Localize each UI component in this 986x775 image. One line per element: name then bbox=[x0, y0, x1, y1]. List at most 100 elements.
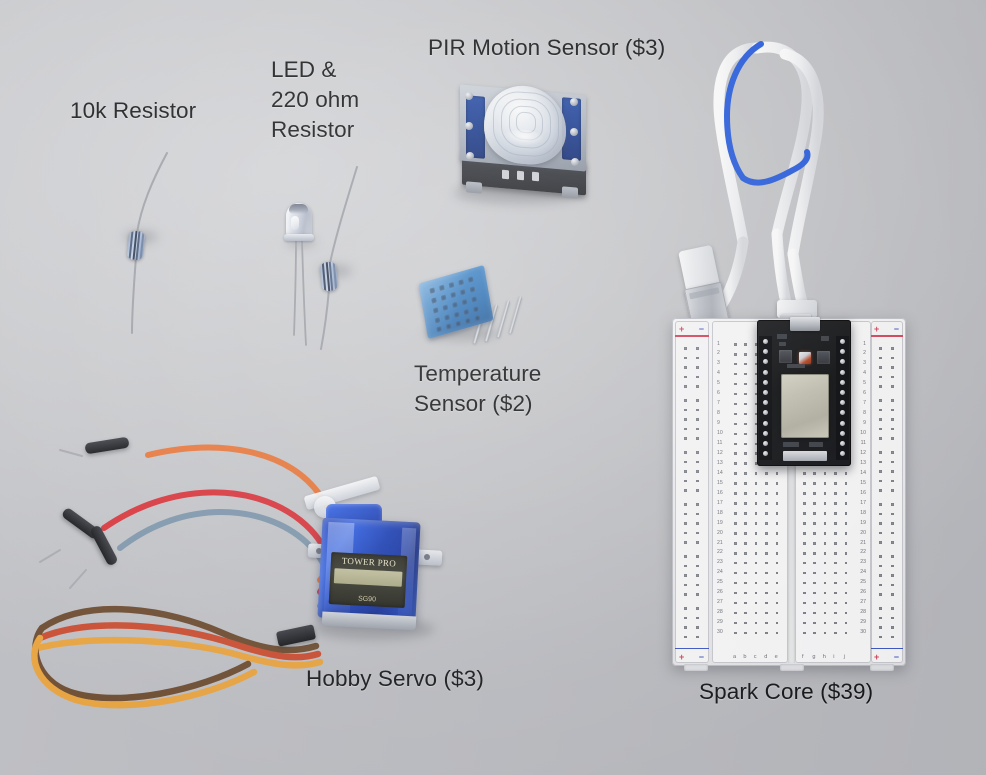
breadboard-hole[interactable] bbox=[734, 571, 737, 575]
breadboard-rail-hole[interactable] bbox=[696, 470, 699, 473]
breadboard-hole[interactable] bbox=[734, 591, 737, 595]
breadboard-hole[interactable] bbox=[744, 551, 747, 555]
breadboard-hole[interactable] bbox=[734, 382, 737, 386]
breadboard-hole[interactable] bbox=[803, 581, 806, 585]
breadboard-hole[interactable] bbox=[823, 551, 827, 555]
breadboard-hole[interactable] bbox=[754, 532, 758, 535]
breadboard-rail-hole[interactable] bbox=[684, 593, 687, 596]
breadboard-rail-hole[interactable] bbox=[696, 626, 699, 629]
breadboard-hole[interactable] bbox=[844, 561, 848, 565]
spark-core-pin[interactable] bbox=[763, 430, 768, 436]
breadboard-rail-hole[interactable] bbox=[684, 522, 687, 525]
breadboard-hole[interactable] bbox=[765, 601, 768, 605]
breadboard-rail-hole[interactable] bbox=[684, 574, 687, 577]
breadboard-hole[interactable] bbox=[803, 472, 806, 475]
breadboard-rail-hole[interactable] bbox=[879, 607, 882, 610]
spark-core-pin[interactable] bbox=[763, 369, 768, 375]
breadboard-rail-hole[interactable] bbox=[696, 541, 699, 544]
breadboard-hole[interactable] bbox=[813, 611, 816, 615]
breadboard-rail-hole[interactable] bbox=[696, 399, 699, 402]
breadboard-hole[interactable] bbox=[823, 611, 827, 615]
breadboard-hole[interactable] bbox=[823, 512, 827, 515]
breadboard-hole[interactable] bbox=[734, 472, 737, 475]
breadboard-hole[interactable] bbox=[844, 581, 848, 585]
spark-core-pin[interactable] bbox=[763, 390, 768, 395]
breadboard-rail-hole[interactable] bbox=[879, 564, 882, 568]
breadboard-rail-hole[interactable] bbox=[684, 564, 687, 568]
breadboard-hole[interactable] bbox=[734, 492, 737, 495]
breadboard-hole[interactable] bbox=[834, 571, 837, 575]
breadboard-rail-hole[interactable] bbox=[684, 616, 687, 620]
breadboard-hole[interactable] bbox=[734, 512, 737, 515]
breadboard-hole[interactable] bbox=[744, 482, 747, 485]
breadboard-hole[interactable] bbox=[734, 561, 737, 565]
breadboard-hole[interactable] bbox=[775, 522, 779, 525]
breadboard-hole[interactable] bbox=[734, 402, 737, 406]
breadboard-rail-hole[interactable] bbox=[891, 626, 894, 629]
breadboard-rail-hole[interactable] bbox=[696, 460, 699, 464]
breadboard-rail-hole[interactable] bbox=[879, 503, 882, 506]
breadboard-rail-hole[interactable] bbox=[696, 366, 699, 369]
breadboard-hole[interactable] bbox=[765, 482, 768, 485]
breadboard-hole[interactable] bbox=[803, 561, 806, 565]
breadboard-hole[interactable] bbox=[803, 542, 806, 545]
breadboard-hole[interactable] bbox=[765, 581, 768, 585]
breadboard-hole[interactable] bbox=[754, 382, 758, 386]
breadboard-hole[interactable] bbox=[734, 482, 737, 485]
spark-core-pin[interactable] bbox=[840, 410, 845, 416]
breadboard-hole[interactable] bbox=[775, 542, 779, 545]
breadboard-rail-hole[interactable] bbox=[891, 399, 894, 402]
breadboard-rail-hole[interactable] bbox=[891, 503, 894, 506]
breadboard-hole[interactable] bbox=[803, 631, 806, 635]
breadboard-hole[interactable] bbox=[765, 502, 768, 505]
breadboard-hole[interactable] bbox=[823, 621, 827, 625]
breadboard-rail-hole[interactable] bbox=[684, 427, 687, 431]
breadboard-rail-hole[interactable] bbox=[696, 574, 699, 577]
breadboard-rail-hole[interactable] bbox=[684, 437, 687, 440]
breadboard-hole[interactable] bbox=[823, 571, 827, 575]
breadboard-hole[interactable] bbox=[754, 492, 758, 495]
breadboard-hole[interactable] bbox=[823, 601, 827, 605]
breadboard-hole[interactable] bbox=[765, 561, 768, 565]
breadboard-rail-hole[interactable] bbox=[891, 564, 894, 568]
breadboard-hole[interactable] bbox=[844, 631, 848, 635]
breadboard-hole[interactable] bbox=[813, 631, 816, 635]
breadboard-hole[interactable] bbox=[834, 512, 837, 515]
breadboard-hole[interactable] bbox=[734, 452, 737, 456]
breadboard-hole[interactable] bbox=[844, 591, 848, 595]
breadboard-rail-hole[interactable] bbox=[879, 399, 882, 402]
breadboard-hole[interactable] bbox=[775, 551, 779, 555]
breadboard-hole[interactable] bbox=[834, 472, 837, 475]
breadboard-hole[interactable] bbox=[765, 591, 768, 595]
breadboard-rail-hole[interactable] bbox=[696, 375, 699, 379]
breadboard-rail-hole[interactable] bbox=[696, 418, 699, 421]
spark-core-pin[interactable] bbox=[763, 410, 768, 416]
breadboard-hole[interactable] bbox=[775, 532, 779, 535]
breadboard-hole[interactable] bbox=[803, 611, 806, 615]
breadboard-hole[interactable] bbox=[823, 472, 827, 475]
breadboard-rail-hole[interactable] bbox=[879, 470, 882, 473]
breadboard-hole[interactable] bbox=[803, 522, 806, 525]
breadboard-hole[interactable] bbox=[813, 542, 816, 545]
breadboard-rail-hole[interactable] bbox=[684, 531, 687, 535]
breadboard-hole[interactable] bbox=[844, 551, 848, 555]
breadboard-rail-hole[interactable] bbox=[696, 479, 699, 483]
breadboard-hole[interactable] bbox=[823, 532, 827, 535]
breadboard-rail-hole[interactable] bbox=[891, 451, 894, 454]
breadboard-hole[interactable] bbox=[765, 532, 768, 535]
breadboard-hole[interactable] bbox=[734, 502, 737, 505]
breadboard-hole[interactable] bbox=[754, 542, 758, 545]
breadboard-hole[interactable] bbox=[803, 482, 806, 485]
breadboard-rail-hole[interactable] bbox=[684, 626, 687, 629]
breadboard-hole[interactable] bbox=[813, 482, 816, 485]
spark-core-micro-usb-port[interactable] bbox=[790, 317, 820, 331]
spark-core-pin[interactable] bbox=[840, 400, 845, 406]
breadboard-hole[interactable] bbox=[744, 492, 747, 495]
breadboard-rail-hole[interactable] bbox=[684, 555, 687, 558]
breadboard-rail-hole[interactable] bbox=[696, 503, 699, 506]
breadboard-hole[interactable] bbox=[775, 631, 779, 635]
breadboard-hole[interactable] bbox=[803, 551, 806, 555]
breadboard-rail-hole[interactable] bbox=[684, 635, 687, 639]
breadboard-hole[interactable] bbox=[754, 551, 758, 555]
breadboard-hole[interactable] bbox=[813, 591, 816, 595]
